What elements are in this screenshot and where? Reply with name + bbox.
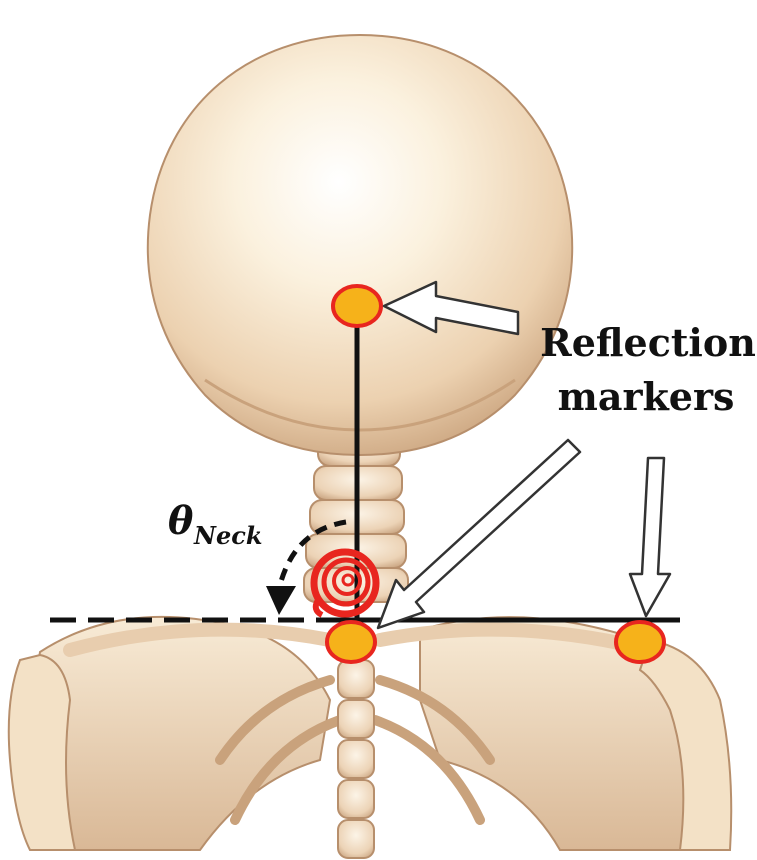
theta-symbol: θ [168,498,194,543]
reflection-markers-label-line1: Reflection [540,320,756,365]
neck-angle-arc [277,519,347,586]
shoulder-girdle [7,615,733,851]
angle-arrowhead [266,586,296,615]
theta-subscript: Neck [193,521,262,550]
rib [215,675,335,765]
arrow-to-head-marker-icon [382,280,520,336]
reflection-markers-label-line2: markers [558,374,735,419]
clavicle-left [63,622,337,657]
reflection-marker-head [331,284,383,328]
arrow-to-neck-marker-icon [376,438,582,630]
reflection-marker-neck [325,620,377,664]
right-humerus [638,638,733,851]
skull-shape [146,33,574,457]
skull [146,33,574,457]
reflection-marker-shoulder [614,620,666,664]
rib [230,715,345,825]
left-humerus [7,653,77,851]
skull-base-ridge [204,378,516,432]
torsion-spring-icon [310,548,380,618]
rib [375,675,495,765]
arrow-to-shoulder-marker-icon [628,456,672,618]
rib [370,715,485,825]
